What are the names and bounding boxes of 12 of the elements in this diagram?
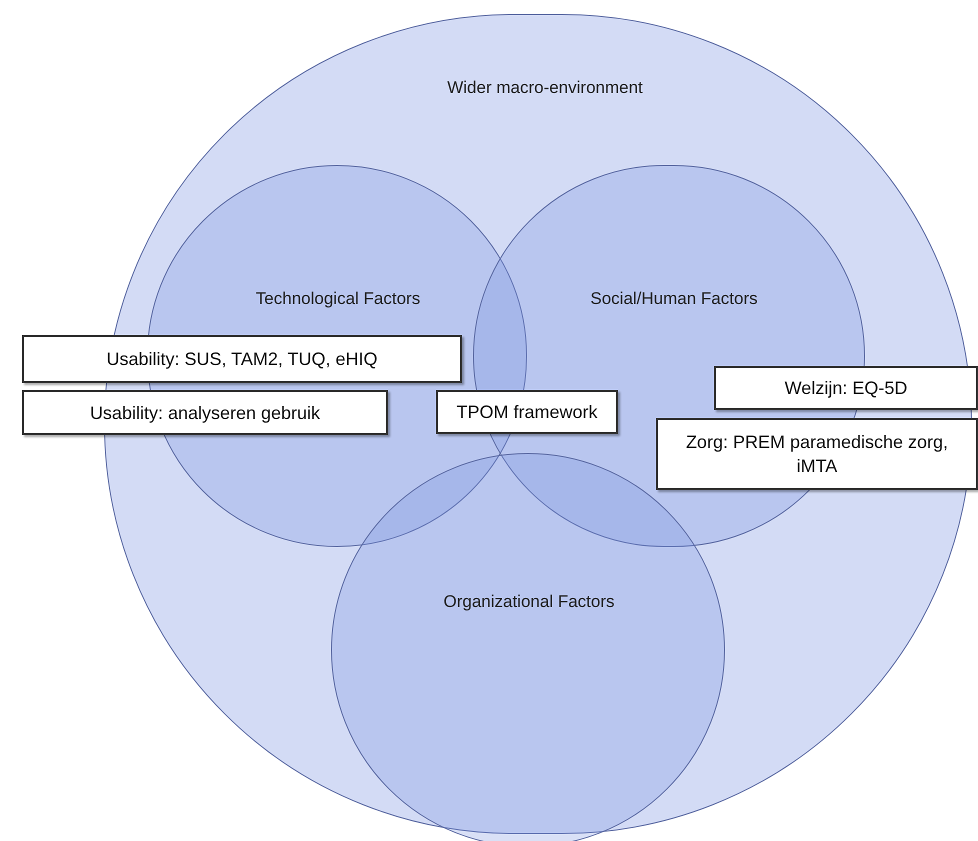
box-text: Zorg: PREM paramedische zorg, iMTA <box>684 431 950 478</box>
label-box <box>22 335 462 383</box>
label-box <box>22 390 388 435</box>
label-box <box>436 390 618 434</box>
circle-label: Social/Human Factors <box>589 288 759 310</box>
box-text: Usability: SUS, TAM2, TUQ, eHIQ <box>106 348 378 371</box>
box-text: Usability: analyseren gebruik <box>90 402 320 424</box>
circle-label: Organizational Factors <box>442 591 616 613</box>
circle-label: Technological Factors <box>254 288 422 310</box>
box-text: TPOM framework <box>456 401 598 424</box>
box-text: Welzijn: EQ-5D <box>784 377 908 400</box>
circle-label: Wider macro-environment <box>446 77 644 99</box>
